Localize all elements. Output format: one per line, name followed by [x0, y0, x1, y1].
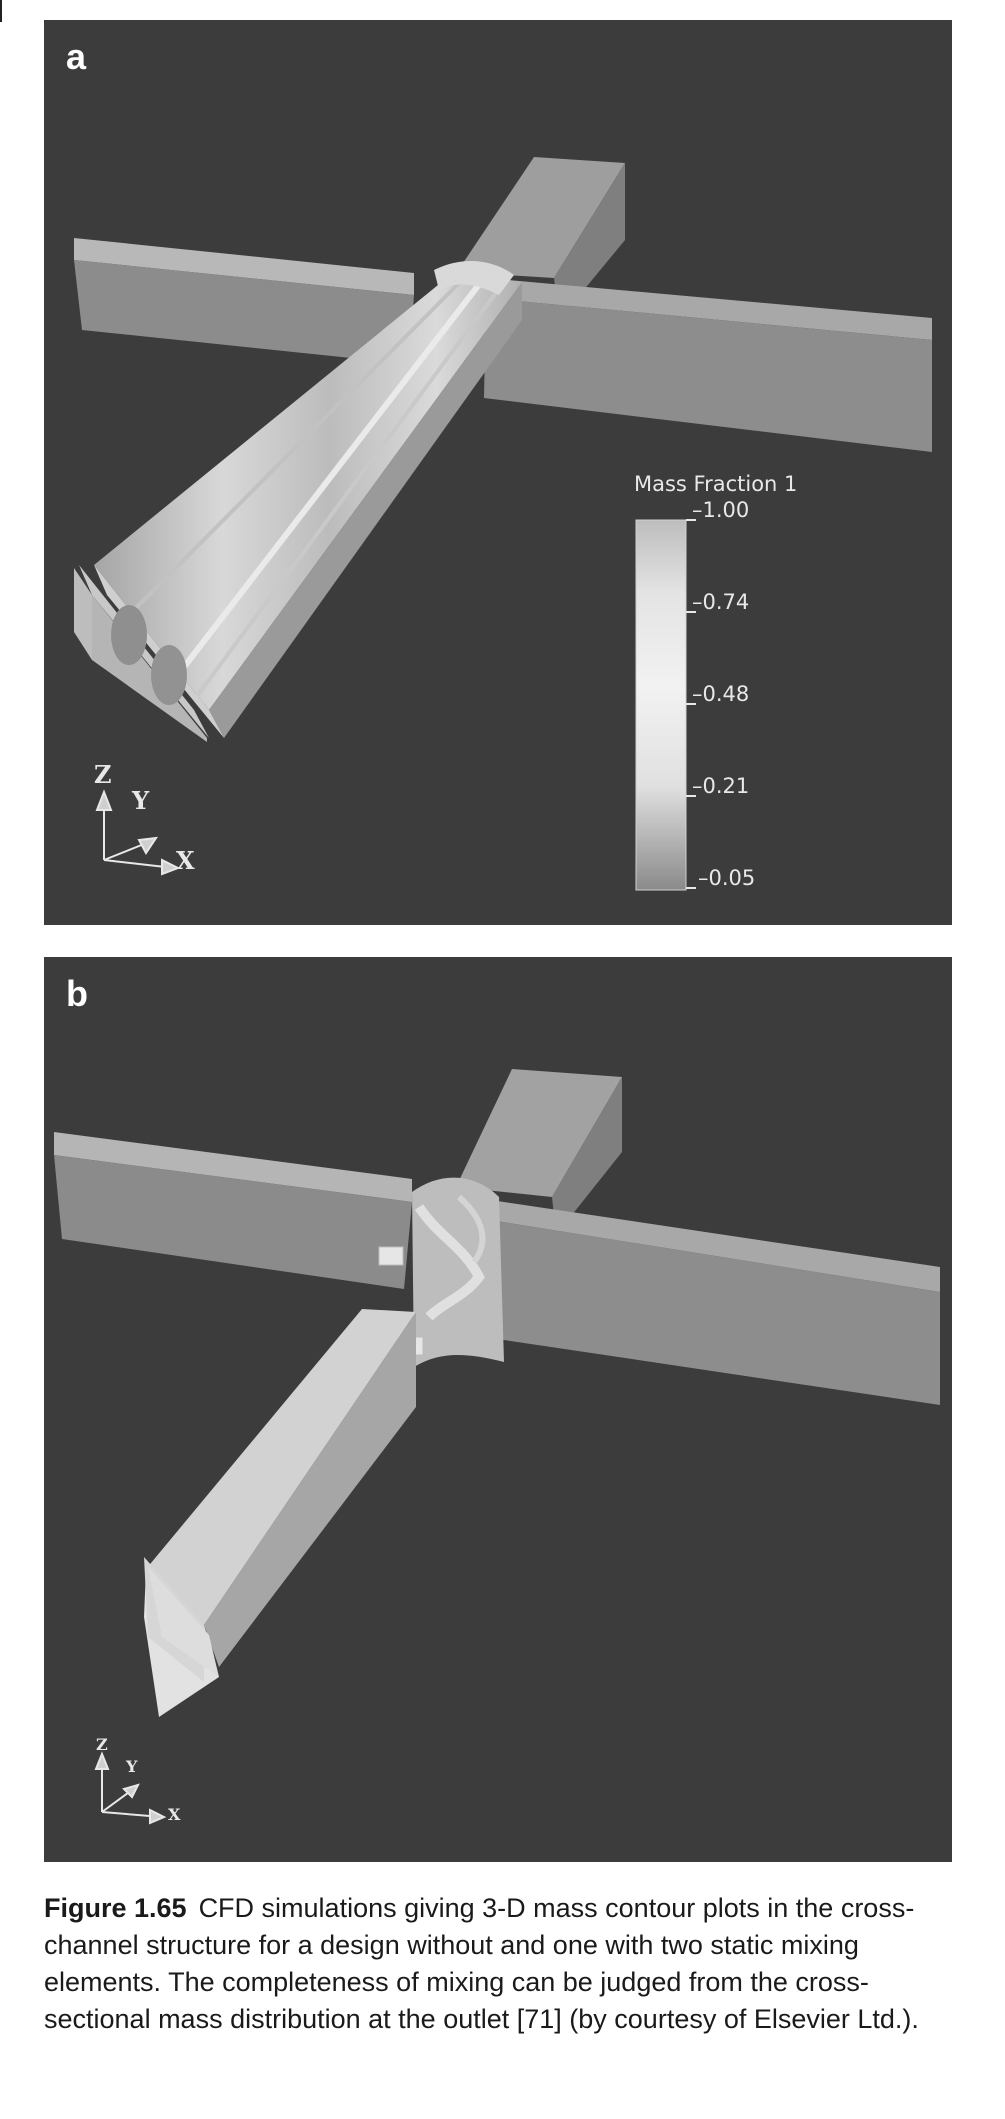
axis-label-z: Z — [96, 1735, 108, 1754]
axis-triad-icon — [94, 1751, 167, 1825]
axis-label-y: Y — [132, 786, 150, 815]
outlet-channel-top — [94, 272, 522, 710]
axis-label-z: Z — [94, 760, 112, 789]
legend-title: Mass Fraction 1 — [634, 472, 798, 496]
back-channel — [457, 157, 625, 278]
legend-color-bar — [635, 519, 687, 891]
legend-tick-4: –0.21 — [692, 774, 750, 798]
right-channel-side — [484, 1219, 940, 1405]
axis-label-x: X — [176, 846, 195, 875]
cross-channel-render-a — [74, 157, 932, 891]
left-inlet-channel — [54, 1132, 412, 1202]
outlet-channel-side — [204, 1312, 416, 1667]
page-edge-mark — [0, 0, 2, 22]
legend-tick-2: –0.74 — [692, 590, 750, 614]
legend-tick-1: –1.00 — [692, 498, 750, 522]
back-channel — [456, 1069, 622, 1197]
right-channel — [486, 278, 932, 340]
legend-tick-5: –0.05 — [698, 866, 756, 890]
right-channel — [484, 1199, 940, 1292]
left-inlet-channel-side — [74, 260, 414, 364]
axis-label-x: X — [168, 1805, 181, 1824]
caption-text: CFD simulations giving 3-D mass contour … — [44, 1893, 919, 2034]
outlet-channel-top — [146, 1309, 416, 1625]
left-inlet-channel — [74, 238, 414, 295]
axis-label-y: Y — [126, 1757, 138, 1776]
left-inlet-channel-side — [54, 1155, 412, 1289]
axis-triad-icon — [95, 789, 181, 876]
figure-label: Figure 1.65 — [44, 1893, 187, 1923]
static-mixing-element-1 — [378, 1246, 404, 1266]
figure-panel-a: a Mass Fraction 1 –1.00 –0.74 –0.48 –0.2… — [44, 20, 952, 925]
panel-letter-a: a — [66, 36, 87, 77]
outlet-channel-side — [209, 282, 522, 738]
legend-tick-3: –0.48 — [692, 682, 750, 706]
cross-channel-render-b — [54, 1069, 940, 1825]
right-channel-side — [484, 298, 932, 452]
figure-panel-b: b Z Y X — [44, 957, 952, 1862]
mixing-zone — [412, 1177, 504, 1367]
panel-letter-b: b — [66, 973, 88, 1014]
